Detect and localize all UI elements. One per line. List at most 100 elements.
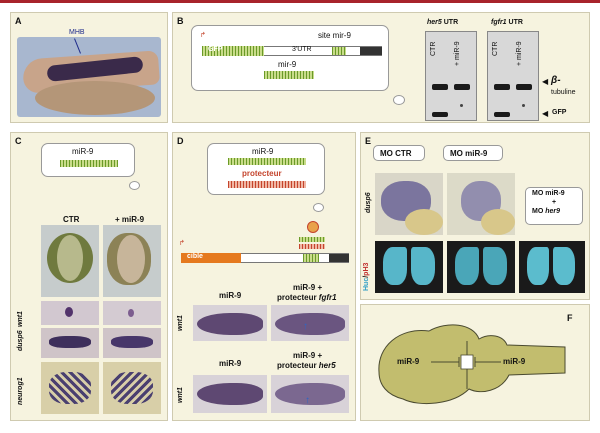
embryo-ctr-photo (41, 225, 99, 297)
band-her5-tub-mir (454, 84, 470, 90)
wnt1-label-c: wnt1 (17, 311, 24, 327)
mir9-blocked (299, 237, 325, 242)
gel-fgfr1-mir9: + miR-9 (516, 41, 523, 66)
d-img3-photo (193, 375, 267, 413)
dusp6-mir9-photo (103, 328, 161, 358)
polya-box (360, 47, 382, 55)
d-img2-arrow-icon: ↑ (303, 321, 308, 332)
e-huc-combo-photo (519, 241, 585, 293)
embryo-mir9-photo (103, 225, 161, 297)
mir9-duplex-d (228, 158, 306, 165)
gfp-box (202, 46, 264, 56)
gfp-band-label: GFP (552, 109, 567, 116)
her5-title: her5 UTR (427, 19, 459, 26)
e-dusp6-mir9-photo (447, 173, 515, 235)
mir9-site (332, 47, 346, 55)
mir9-left-label: miR-9 (397, 357, 420, 366)
band-her5-tub-ctr (432, 84, 448, 90)
panel-f: F miR-9 miR-9 (360, 304, 590, 421)
promoter-arrow-icon: ↱ (200, 32, 206, 39)
mo-combo-bubble: MO miR-9 + MO her9 (525, 187, 583, 225)
target-polya (329, 254, 349, 262)
img2-line2: protecteur fgfr1 (277, 293, 337, 302)
wnt1-label-d2: wnt1 (177, 387, 184, 403)
mo3-line1: MO miR-9 (532, 190, 565, 197)
dusp6-label-e: dusp6 (365, 192, 372, 213)
img1-label: miR-9 (219, 291, 242, 300)
cible-label: cible (187, 253, 203, 260)
injection-dot-c-icon (129, 181, 140, 190)
dusp6-ctr-photo (41, 328, 99, 358)
d-img4-arrow-icon: ↑ (305, 395, 310, 406)
mir9-label-d: miR-9 (252, 147, 274, 156)
mir9-duplex-c (60, 160, 118, 167)
neurog1-label-c: neurog1 (17, 377, 24, 405)
mo3-line2: + (552, 199, 557, 206)
band-fgfr1-tub-ctr (494, 84, 510, 90)
gel-her5-mir9: + miR-9 (454, 41, 461, 66)
img2-line1: miR-9 + (293, 283, 323, 292)
injection-dot-icon (393, 95, 405, 105)
wnt1-mir9-photo (103, 301, 161, 325)
mo3-line3: MO her9 (532, 208, 561, 215)
neurog1-mir9-photo (103, 362, 161, 414)
band-fgfr1-tub-mir (516, 84, 532, 90)
ctr-label-c: CTR (63, 215, 80, 224)
e-huc-ctr-photo (375, 241, 443, 293)
mir9-duplex (264, 71, 314, 79)
band-fgfr1-gfp-ctr (494, 112, 510, 117)
huc-ph3-label: Huc/pH3 (363, 262, 370, 291)
panel-c: C miR-9 CTR + miR-9 wnt1 dusp6 neurog1 (10, 132, 168, 421)
promoter-arrow-d-icon: ↱ (179, 240, 185, 247)
utr-label: 3'UTR (292, 46, 312, 53)
dusp6-label-c: dusp6 (17, 330, 24, 351)
d-img4-photo (271, 375, 349, 413)
panel-e: E MO CTR MO miR-9 MO miR-9 + MO her9 dus… (360, 132, 590, 300)
img4-line1: miR-9 + (293, 351, 323, 360)
gel-fgfr1-ctr: CTR (492, 41, 499, 56)
wnt1-ctr-photo (41, 301, 99, 325)
panel-b: B ↱ site mir-9 GFP 3'UTR mir-9 her5 UTR … (172, 12, 590, 123)
img4-line2: protecteur her5 (277, 361, 336, 370)
panel-c-label: C (15, 136, 22, 146)
blocked-icon (307, 221, 319, 233)
beta-label: β- (551, 75, 561, 86)
panel-a-label: A (15, 16, 22, 26)
d-img2-photo (271, 305, 349, 341)
panel-d-label: D (177, 136, 184, 146)
brain-schematic (378, 324, 566, 405)
target-site (303, 254, 319, 262)
embryo-photo (17, 37, 161, 117)
mo-mir9-label: MO miR-9 (450, 149, 488, 158)
cible-box (181, 253, 241, 263)
mo-mir9-bubble: MO miR-9 (443, 145, 503, 161)
protecteur-label: protecteur (242, 169, 282, 178)
neurog1-ctr-photo (41, 362, 99, 414)
mo-ctr-label: MO CTR (380, 149, 412, 158)
panel-b-label: B (177, 16, 184, 26)
plus-mir9-label-c: + miR-9 (115, 215, 145, 224)
mir9-right-label: miR-9 (503, 357, 526, 366)
mo-ctr-bubble: MO CTR (373, 145, 425, 161)
top-rule (0, 0, 600, 3)
mir9-bubble-c: miR-9 (41, 143, 135, 177)
gel-her5-ctr: CTR (430, 41, 437, 56)
img3-label: miR-9 (219, 359, 242, 368)
mhb-box (460, 354, 474, 370)
protector-duplex (228, 181, 306, 188)
panel-e-label: E (365, 136, 372, 146)
panel-d: D miR-9 protecteur ↱ cible miR-9 miR-9 +… (172, 132, 356, 421)
panel-f-label: F (567, 313, 573, 323)
panel-a: A MHB (10, 12, 168, 123)
yolk (35, 81, 155, 115)
band-her5-gfp-faint (460, 104, 463, 107)
fgfr1-title: fgfr1 UTR (491, 19, 523, 26)
tubuline-label: tubuline (551, 89, 576, 96)
d-img1-photo (193, 305, 267, 341)
e-dusp6-ctr-photo (375, 173, 443, 235)
band-fgfr1-gfp-faint (522, 104, 525, 107)
mir9-label-c: miR-9 (72, 147, 94, 156)
wnt1-label-d1: wnt1 (177, 315, 184, 331)
e-huc-mir9-photo (447, 241, 515, 293)
gel-fgfr1: CTR + miR-9 (487, 31, 539, 121)
